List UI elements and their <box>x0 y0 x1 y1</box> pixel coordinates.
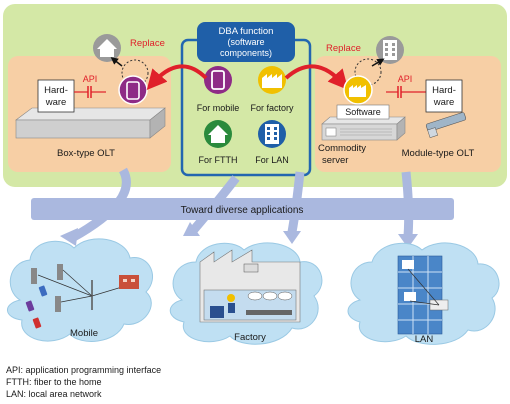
building-icon <box>265 124 279 144</box>
right-hardware-line1: Hard- <box>432 85 456 96</box>
abbreviation-notes: API: application programming interface F… <box>6 364 161 400</box>
lan-cloud-label: LAN <box>415 334 434 345</box>
note-lan: LAN: local area network <box>6 389 102 399</box>
factory-cloud <box>169 242 323 345</box>
component-lan-label: For LAN <box>255 155 289 165</box>
component-factory: For factory <box>250 66 294 113</box>
commodity-server-device <box>321 116 406 141</box>
replace-arrow-left <box>146 64 208 91</box>
house-icon <box>208 125 228 143</box>
right-hardware-line2: ware <box>433 97 455 108</box>
dba-title: DBA function <box>219 26 274 37</box>
left-mobile-phone-icon <box>126 81 140 100</box>
left-house-icon <box>97 39 117 57</box>
software-label: Software <box>345 107 381 117</box>
mobile-cloud <box>7 238 154 342</box>
component-ftth-label: For FTTH <box>199 155 238 165</box>
software-box <box>336 104 390 120</box>
left-api-label: API <box>83 74 98 84</box>
mobile-phone-icon <box>211 70 225 90</box>
left-hardware-line1: Hard- <box>44 85 68 96</box>
left-swap-arrow <box>110 57 123 67</box>
component-mobile-label: For mobile <box>197 103 240 113</box>
left-replace-label: Replace <box>130 38 165 49</box>
right-factory-icon <box>349 85 366 97</box>
applications-banner-label: Toward diverse applications <box>181 205 304 216</box>
server-caption-line1: Commodity <box>318 143 366 154</box>
olt-module-device <box>425 112 467 139</box>
left-hardware-line2: ware <box>45 97 67 108</box>
component-factory-label: For factory <box>250 103 294 113</box>
component-lan: For LAN <box>255 120 289 165</box>
right-swap-arrow <box>371 58 385 67</box>
component-ftth: For FTTH <box>199 120 238 165</box>
right-building-icon <box>383 40 397 60</box>
dba-subtitle-line2: components) <box>220 48 272 58</box>
right-api-label: API <box>398 74 413 84</box>
right-caption: Module-type OLT <box>402 148 475 159</box>
note-ftth: FTTH: fiber to the home <box>6 377 102 387</box>
server-caption-line2: server <box>322 155 348 166</box>
dba-title-bubble <box>197 22 295 62</box>
replace-arrow-right <box>284 64 349 91</box>
left-hardware-box <box>37 79 75 113</box>
right-replace-label: Replace <box>326 43 361 54</box>
left-caption: Box-type OLT <box>57 148 115 159</box>
component-mobile: For mobile <box>197 66 240 113</box>
dba-subtitle-line1: (software <box>227 37 264 47</box>
right-hardware-box <box>425 79 463 113</box>
applications-banner <box>31 198 454 220</box>
box-type-olt-device <box>15 107 166 139</box>
note-api: API: application programming interface <box>6 365 162 375</box>
lan-cloud <box>347 242 500 345</box>
mobile-cloud-label: Mobile <box>70 328 98 339</box>
left-mobile-component <box>118 75 148 105</box>
factory-cloud-label: Factory <box>234 332 266 343</box>
factory-icon <box>262 74 282 88</box>
